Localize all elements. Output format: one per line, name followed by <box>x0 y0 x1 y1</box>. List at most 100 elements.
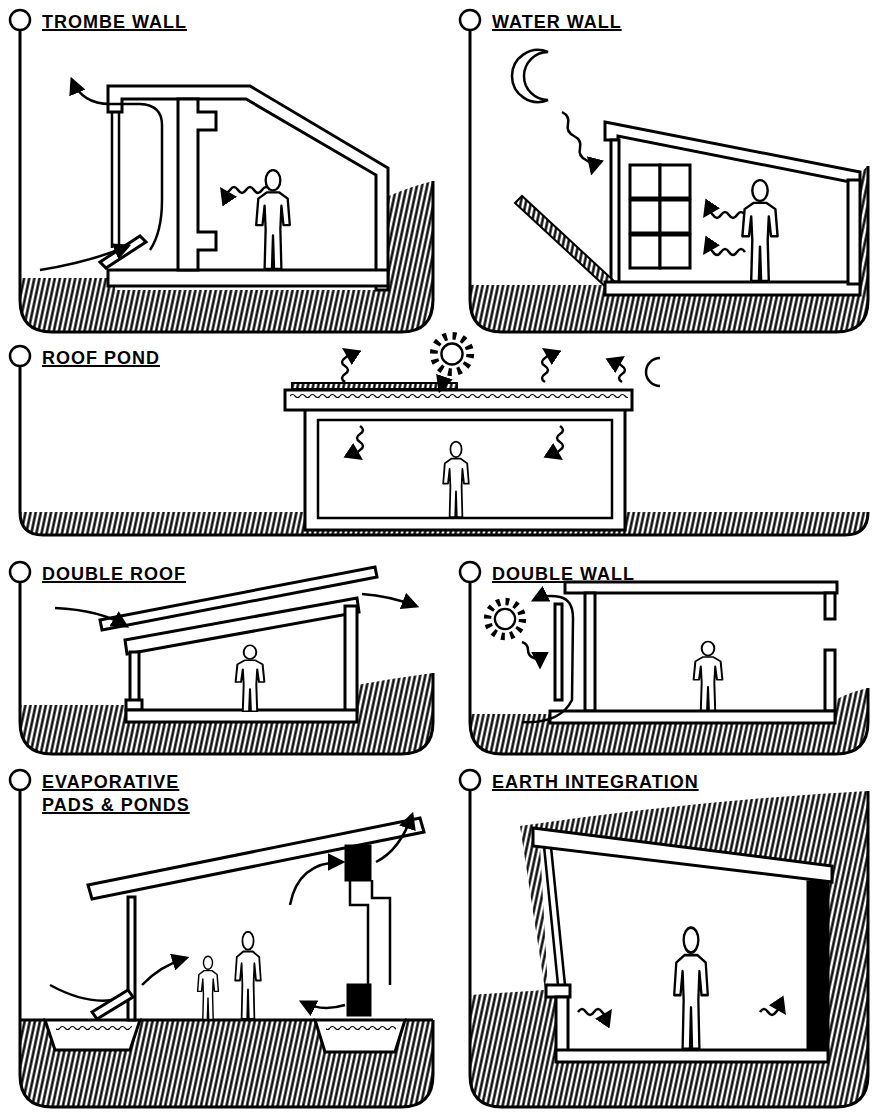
glazing <box>111 112 114 248</box>
panel-outline <box>470 30 868 332</box>
air-arrow <box>50 985 112 1001</box>
glazing <box>544 846 558 985</box>
wall <box>848 180 860 284</box>
air-arrow <box>362 594 416 606</box>
evaporative-house <box>20 815 433 1107</box>
wall <box>825 593 835 619</box>
panel-heading: EARTH INTEGRATION <box>492 771 699 794</box>
water-container <box>630 200 660 233</box>
interior <box>318 420 612 518</box>
heat-wave <box>557 426 563 458</box>
roof <box>108 86 388 290</box>
floor-line <box>20 1019 433 1022</box>
technique-panel: DOUBLE ROOF <box>10 558 435 756</box>
panel-frame <box>10 766 435 1109</box>
floor-slab <box>108 270 388 286</box>
heat-wave <box>705 249 745 255</box>
pond-water <box>56 1025 132 1033</box>
heat-wave <box>357 426 363 458</box>
pond-water <box>326 1025 396 1033</box>
air-arrow <box>40 246 128 270</box>
radiation-wave <box>542 350 548 382</box>
panel-heading: ROOF POND <box>42 347 160 370</box>
air-arrow <box>522 596 573 722</box>
panel-frame <box>460 558 870 756</box>
heat-wave <box>562 112 592 172</box>
floor-slab <box>556 1050 828 1062</box>
water-container <box>660 165 690 198</box>
movable-insulation <box>292 383 457 389</box>
technique-panel: DOUBLE WALL <box>460 558 870 756</box>
person <box>674 928 708 1049</box>
tower-duct <box>350 880 390 985</box>
air-arrow <box>142 958 186 985</box>
technique-panel: EVAPORATIVE PADS & PONDS <box>10 766 435 1109</box>
panel-heading: EVAPORATIVE PADS & PONDS <box>42 771 217 818</box>
wall <box>345 606 357 712</box>
bullet-circle <box>10 770 30 790</box>
heat-wave <box>705 212 745 218</box>
panel-outline <box>470 790 868 1107</box>
person <box>235 932 261 1019</box>
water-container <box>630 165 660 198</box>
ground <box>470 166 868 332</box>
panel-outline <box>20 30 433 332</box>
air-arrow <box>302 1002 345 1008</box>
bullet-circle <box>10 562 30 582</box>
bullet-circle <box>460 562 480 582</box>
air-arrow <box>55 608 126 626</box>
thermal-wall <box>178 99 216 270</box>
air-arrow <box>72 80 162 250</box>
evaporative-pad <box>92 990 133 1019</box>
glazing <box>551 847 565 985</box>
panel-outline <box>20 366 868 535</box>
air-arrow <box>376 815 412 862</box>
wall <box>825 650 835 711</box>
technique-panel: TROMBE WALL <box>10 6 435 334</box>
water-container <box>660 200 690 233</box>
inner-roof <box>125 598 359 654</box>
trombe-wall-house <box>20 80 433 332</box>
panel-outline <box>470 582 868 754</box>
roof-pond-house <box>20 336 868 535</box>
column <box>130 652 139 702</box>
panel-frame <box>10 558 435 756</box>
panel-heading: WATER WALL <box>492 11 622 34</box>
outer-skin <box>555 604 562 700</box>
floor-slab <box>605 282 860 295</box>
water-wall-house <box>470 50 868 332</box>
glazing <box>118 112 121 248</box>
panel-outline <box>20 582 433 754</box>
post <box>128 897 135 1020</box>
heat-wave <box>760 1009 784 1015</box>
walls <box>305 408 625 530</box>
radiation-wave <box>342 350 348 382</box>
evaporative-pad <box>346 846 370 880</box>
sun <box>434 336 470 372</box>
double-roof-house <box>20 567 433 754</box>
bullet-circle <box>10 10 30 30</box>
roof-slab <box>533 828 832 882</box>
sun <box>488 602 523 637</box>
technique-panel: EARTH INTEGRATION <box>460 766 870 1109</box>
reflector-panel <box>515 196 615 289</box>
bullet-circle <box>460 10 480 30</box>
water-container <box>660 235 690 268</box>
person <box>236 645 265 711</box>
panel-heading: DOUBLE ROOF <box>42 563 186 586</box>
panel-frame <box>10 342 870 537</box>
ground <box>20 1020 433 1107</box>
water-container <box>630 235 660 268</box>
vent-flap <box>100 236 146 268</box>
earth-mass <box>470 791 868 1107</box>
panel-frame <box>10 6 435 334</box>
sill <box>546 985 570 997</box>
roof-slab <box>285 390 632 410</box>
ground <box>20 181 433 332</box>
radiation-wave <box>619 358 625 382</box>
earth-integrated-house <box>470 791 868 1107</box>
ground <box>20 673 433 754</box>
